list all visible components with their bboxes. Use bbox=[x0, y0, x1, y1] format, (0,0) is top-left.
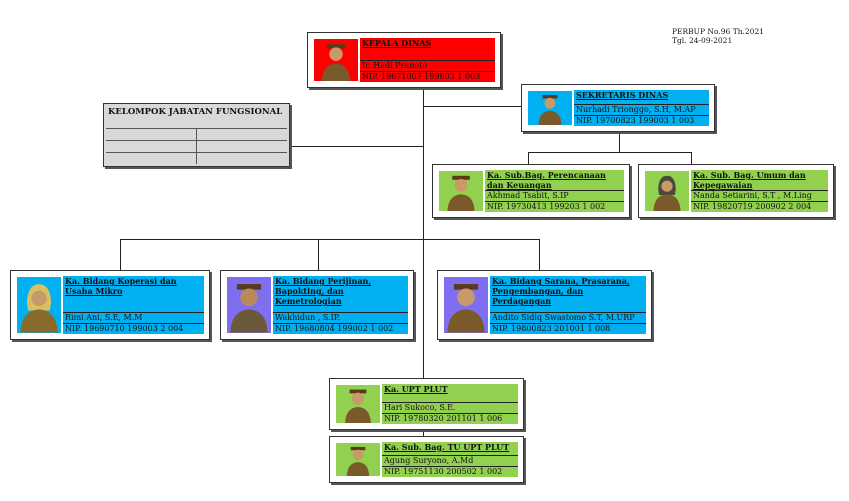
functional-group-title: KELOMPOK JABATAN FUNGSIONAL bbox=[108, 107, 283, 117]
node-nip: NIP. 19700823 199003 1 003 bbox=[576, 116, 695, 125]
node-name: Andito Sidiq Swastomo S.T, M.URP bbox=[490, 313, 646, 324]
functional-group-box: KELOMPOK JABATAN FUNGSIONAL bbox=[103, 103, 290, 167]
connector-line bbox=[528, 152, 692, 153]
node-title: Ka. Bidang Perijinan, Bapokting, dan Kem… bbox=[273, 276, 408, 313]
node-name: Nurhadi Trionggo, S.H, M.AP bbox=[574, 105, 709, 116]
node-title: Ka. Sub. Bag. Umum dan Kepegawaian bbox=[691, 170, 828, 191]
node-name: Nanda Setiarini, S.T , M.Ling bbox=[691, 191, 828, 202]
node-subbag-tu-upt: Ka. Sub. Bag. TU UPT PLUT Agung Suryono,… bbox=[329, 436, 524, 483]
connector-line bbox=[528, 152, 529, 164]
person-photo bbox=[336, 385, 380, 423]
connector-line bbox=[120, 239, 540, 240]
person-photo bbox=[645, 171, 689, 211]
node-title: SEKRETARIS DINAS bbox=[574, 90, 709, 105]
node-title: KEPALA DINAS bbox=[360, 38, 495, 61]
node-name: Ir. Hadi Pranoto bbox=[360, 61, 495, 72]
node-title: Ka. UPT PLUT bbox=[382, 384, 518, 403]
node-subbag-umum: Ka. Sub. Bag. Umum dan Kepegawaian Nanda… bbox=[638, 164, 834, 218]
person-photo bbox=[314, 39, 358, 81]
regulation-note: PERBUP No.96 Th.2021 Tgl. 24-09-2021 bbox=[672, 27, 764, 45]
connector-line bbox=[423, 86, 424, 378]
node-nip: NIP. 19671007 199803 1 003 bbox=[362, 72, 481, 81]
node-nip: NIP. 19780320 201101 1 006 bbox=[384, 414, 503, 423]
connector-line bbox=[423, 106, 521, 107]
node-nip: NIP. 19820719 200902 2 004 bbox=[693, 202, 812, 211]
note-date: Tgl. 24-09-2021 bbox=[672, 36, 733, 45]
node-bidang-perijinan: Ka. Bidang Perijinan, Bapokting, dan Kem… bbox=[220, 270, 414, 340]
node-title: Ka. Bidang Sarana, Prasarana, Pengembang… bbox=[490, 276, 646, 313]
node-bidang-sarana: Ka. Bidang Sarana, Prasarana, Pengembang… bbox=[437, 270, 652, 340]
connector-line bbox=[619, 130, 620, 152]
node-subbag-perencanaan: Ka. Sub.Bag. Perencanaan dan Keuangan Ak… bbox=[432, 164, 630, 218]
node-upt-plut: Ka. UPT PLUT Hari Sukoco, S.E. NIP. 1978… bbox=[329, 378, 524, 430]
node-title: Ka. Sub. Bag. TU UPT PLUT bbox=[382, 442, 518, 456]
node-kepala-dinas: KEPALA DINAS Ir. Hadi Pranoto NIP. 19671… bbox=[307, 32, 501, 88]
person-photo bbox=[439, 171, 483, 211]
connector-line bbox=[120, 239, 121, 270]
person-photo bbox=[227, 277, 271, 333]
node-name: Akhmad Tsabit, S.IP bbox=[485, 191, 624, 202]
node-nip: NIP. 19800823 201001 1 008 bbox=[492, 324, 611, 333]
node-nip: NIP. 19751130 200502 1 002 bbox=[384, 467, 503, 476]
functional-group-grid bbox=[106, 128, 287, 164]
connector-line bbox=[288, 146, 423, 147]
connector-line bbox=[539, 239, 540, 270]
person-photo bbox=[336, 443, 380, 476]
node-name: Agung Suryono, A.Md bbox=[382, 456, 518, 467]
node-title: Ka. Bidang Koperasi dan Usaha Mikro bbox=[63, 276, 204, 313]
node-name: Rimi Ani, S.E, M.M bbox=[63, 313, 204, 324]
node-name: Hari Sukoco, S.E. bbox=[382, 403, 518, 414]
connector-line bbox=[691, 152, 692, 164]
node-nip: NIP. 19730413 199203 1 002 bbox=[487, 202, 606, 211]
person-photo bbox=[444, 277, 488, 333]
node-name: Wakhidun , S.IP. bbox=[273, 313, 408, 324]
person-photo bbox=[528, 91, 572, 125]
node-nip: NIP. 19690710 199003 2 004 bbox=[65, 324, 184, 333]
connector-line bbox=[318, 239, 319, 270]
node-nip: NIP. 19680804 199002 1 002 bbox=[275, 324, 394, 333]
note-regulation: PERBUP No.96 Th.2021 bbox=[672, 27, 764, 36]
connector-line bbox=[423, 428, 424, 436]
node-bidang-koperasi: Ka. Bidang Koperasi dan Usaha Mikro Rimi… bbox=[10, 270, 210, 340]
node-title: Ka. Sub.Bag. Perencanaan dan Keuangan bbox=[485, 170, 624, 191]
node-sekretaris-dinas: SEKRETARIS DINAS Nurhadi Trionggo, S.H, … bbox=[521, 84, 715, 132]
person-photo bbox=[17, 277, 61, 333]
